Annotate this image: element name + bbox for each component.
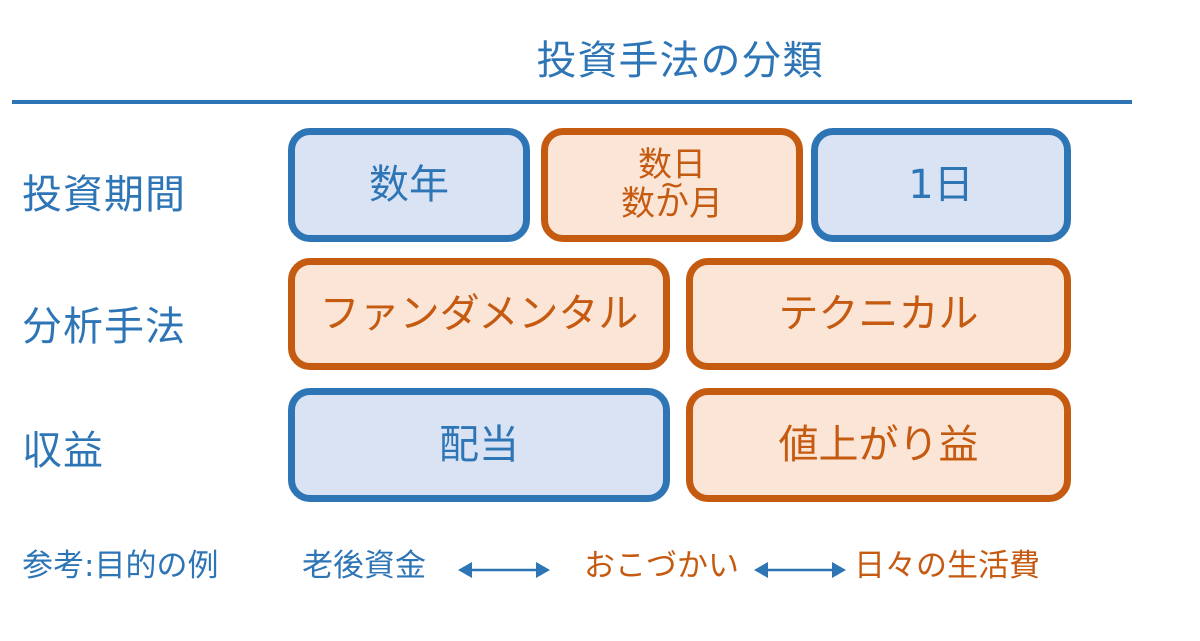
box-analysis-technical: テクニカル — [686, 258, 1071, 370]
box-period-years-text: 数年 — [369, 162, 449, 208]
days-line2-part-c: 月 — [689, 184, 723, 224]
tilde-mark: ~ — [659, 168, 685, 203]
box-period-days-months-text: 数日 数~か月 — [621, 144, 723, 224]
double-arrow-right — [754, 562, 846, 578]
reference-pocket-money: おこづかい — [584, 548, 739, 584]
reference-label: 参考:目的の例 — [22, 548, 219, 584]
box-period-one-day-text: 1日 — [908, 162, 974, 208]
box-period-days-line1: 数日 — [638, 144, 706, 185]
box-period-days-months: 数日 数~か月 — [541, 128, 803, 242]
box-profit-capital-gain: 値上がり益 — [686, 388, 1071, 502]
box-analysis-technical-text: テクニカル — [778, 291, 979, 337]
title-divider — [12, 100, 1132, 104]
row-label-profit: 収益 — [22, 428, 104, 474]
box-profit-dividend: 配当 — [288, 388, 670, 502]
box-analysis-fundamental-text: ファンダメンタル — [319, 291, 639, 337]
row-label-period: 投資期間 — [22, 172, 186, 218]
box-period-one-day: 1日 — [811, 128, 1071, 242]
double-arrow-left — [458, 562, 550, 578]
days-line2-part-a: 数 — [621, 184, 655, 224]
box-analysis-fundamental: ファンダメンタル — [288, 258, 670, 370]
days-line2-part-b: か — [655, 184, 689, 224]
days-line2-part-b-wrap: ~か — [655, 171, 689, 224]
page-title: 投資手法の分類 — [536, 38, 824, 84]
box-profit-capital-gain-text: 値上がり益 — [778, 422, 979, 468]
reference-living-expenses: 日々の生活費 — [854, 548, 1040, 584]
row-label-analysis: 分析手法 — [22, 304, 186, 350]
box-period-days-line2: 数~か月 — [621, 171, 723, 224]
box-profit-dividend-text: 配当 — [439, 422, 519, 468]
box-period-years: 数年 — [288, 128, 530, 242]
reference-retirement: 老後資金 — [302, 548, 426, 584]
